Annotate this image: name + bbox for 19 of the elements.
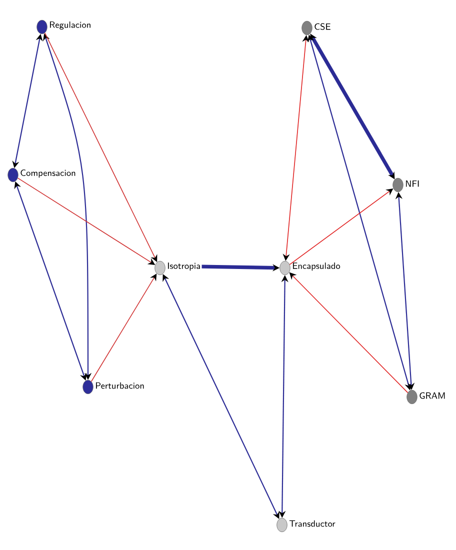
network-node: GRAM <box>406 390 445 404</box>
network-node: Isotropia <box>154 260 200 276</box>
arrow <box>90 274 157 382</box>
network-node: Encapsulado <box>280 260 340 276</box>
node-label: Regulacion <box>50 22 90 30</box>
network-node: Perturbacion <box>82 380 144 394</box>
network-node: CSE <box>302 20 330 36</box>
node-label: Perturbacion <box>96 382 144 389</box>
network-node: NFI <box>392 178 419 192</box>
node-label: CSE <box>314 23 330 30</box>
node-label: Compensacion <box>20 170 76 178</box>
node-label: Encapsulado <box>292 262 340 271</box>
network-node: Transductor <box>276 518 336 532</box>
node-label: Isotropia <box>168 262 200 271</box>
node-label: GRAM <box>420 392 445 399</box>
node-label: Transductor <box>289 520 336 527</box>
node-label: NFI <box>406 180 419 187</box>
network-node: Regulacion <box>36 20 90 34</box>
network-node: Compensacion <box>8 168 76 182</box>
